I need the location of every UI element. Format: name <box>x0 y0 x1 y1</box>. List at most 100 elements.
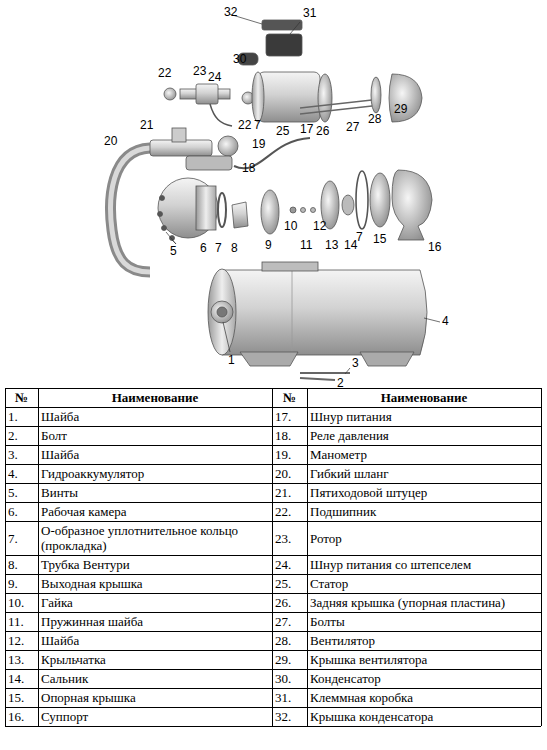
table-rule <box>5 388 6 726</box>
o-ring <box>356 171 368 229</box>
o-ring <box>218 193 226 227</box>
table-cell: 6. <box>8 504 35 519</box>
table-cell: 26. <box>275 595 304 610</box>
exploded-view <box>111 20 432 380</box>
table-rule <box>307 388 308 726</box>
table-rule <box>541 388 542 726</box>
tank-seam <box>292 270 293 355</box>
table-cell: 13. <box>8 652 35 667</box>
table-cell: Крыльчатка <box>41 652 269 667</box>
chamber-neck <box>196 186 216 230</box>
callout-number: 7 <box>215 241 222 255</box>
callout-number: 10 <box>284 219 297 233</box>
table-cell: Шайба <box>41 447 269 462</box>
callout-number: 7 <box>356 230 363 244</box>
bearing <box>164 88 176 100</box>
spring-washer <box>301 208 306 213</box>
table-cell: Пружинная шайба <box>41 614 269 629</box>
table-cell: 10. <box>8 595 35 610</box>
table-cell: Крышка вентилятора <box>310 652 538 667</box>
table-cell: Болт <box>41 428 269 443</box>
callout-number: 6 <box>200 241 207 255</box>
table-cell: 22. <box>275 504 304 519</box>
table-rule <box>272 388 273 726</box>
table-cell: 4. <box>8 466 35 481</box>
table-cell: Шнур питания со штепселем <box>310 557 538 572</box>
callout-number: 17 <box>300 122 313 136</box>
callout-number: 30 <box>233 52 246 66</box>
table-header: Наименование <box>310 390 538 405</box>
table-cell: 28. <box>275 633 304 648</box>
table-cell: 15. <box>8 690 35 705</box>
capacitor-cover <box>262 20 302 30</box>
table-cell: Шайба <box>41 409 269 424</box>
callout-number: 25 <box>276 124 289 138</box>
table-cell: 9. <box>8 576 35 591</box>
leader-lines <box>166 14 440 374</box>
table-header: № <box>275 390 304 405</box>
callout-number: 5 <box>170 244 177 258</box>
table-cell: Манометр <box>310 447 538 462</box>
callout-number: 19 <box>252 137 265 151</box>
nut <box>290 207 296 213</box>
table-cell: Опорная крышка <box>41 690 269 705</box>
table-cell: 17. <box>275 409 304 424</box>
manometer <box>218 136 238 156</box>
table-rule <box>5 726 541 727</box>
leader-line <box>290 22 300 34</box>
stator <box>258 72 320 122</box>
callout-number: 12 <box>313 219 326 233</box>
screw <box>170 236 175 241</box>
plug-cord <box>210 104 232 126</box>
table-cell: Подшипник <box>310 504 538 519</box>
bolt <box>300 106 372 114</box>
support <box>392 170 432 240</box>
table-cell: Ротор <box>310 531 538 546</box>
pump-bracket <box>262 262 318 271</box>
callout-number: 1 <box>228 353 235 367</box>
callout-number: 31 <box>303 6 316 20</box>
tank-end <box>208 269 236 355</box>
outlet-cover <box>261 190 279 234</box>
table-cell: 31. <box>275 690 304 705</box>
screw <box>158 212 163 217</box>
callout-number: 22 <box>238 118 251 132</box>
callout-number: 2 <box>337 376 344 390</box>
callout-number: 24 <box>208 70 221 84</box>
callout-number: 11 <box>300 238 312 252</box>
table-cell: Вентилятор <box>310 633 538 648</box>
table-cell: Сальник <box>41 671 269 686</box>
table-cell: 12. <box>8 633 35 648</box>
leader-line <box>166 232 176 244</box>
leader-line <box>424 318 440 322</box>
hose <box>111 148 150 272</box>
table-cell: Гидроаккумулятор <box>41 466 269 481</box>
table-cell: Клеммная коробка <box>310 690 538 705</box>
screw <box>162 226 167 231</box>
table-cell: 20. <box>275 466 304 481</box>
fan-cover <box>389 74 422 122</box>
table-cell: 18. <box>275 428 304 443</box>
table-cell: О-образное уплотнительное кольцо (прокла… <box>41 523 269 553</box>
table-cell: 3. <box>8 447 35 462</box>
callout-number: 26 <box>316 124 329 138</box>
table-cell: 19. <box>275 447 304 462</box>
callout-number: 8 <box>231 241 238 255</box>
table-cell: 1. <box>8 409 35 424</box>
callout-number: 27 <box>346 120 359 134</box>
washer <box>311 208 316 213</box>
callout-number: 13 <box>325 238 338 252</box>
bolt <box>300 378 335 380</box>
callout-number: 18 <box>242 161 255 175</box>
table-cell: 29. <box>275 652 304 667</box>
flange <box>211 301 233 323</box>
callout-number: 20 <box>104 134 117 148</box>
table-cell: 5. <box>8 485 35 500</box>
leader-line <box>345 368 350 374</box>
seal <box>342 195 354 215</box>
table-cell: Шнур питания <box>310 409 538 424</box>
table-rule <box>38 388 39 726</box>
callout-number: 21 <box>140 118 153 132</box>
table-cell: 7. <box>8 531 35 546</box>
